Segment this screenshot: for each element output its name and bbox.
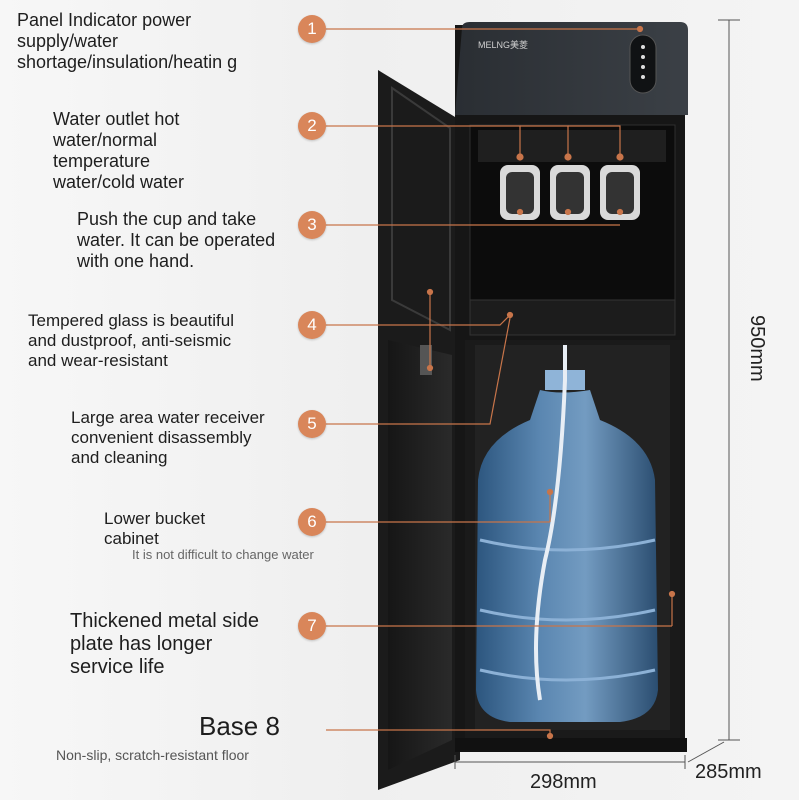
faucets — [500, 165, 640, 220]
callout-3-badge: 3 — [298, 211, 326, 239]
callout-4-badge: 4 — [298, 311, 326, 339]
width-dimension: 298mm — [530, 771, 597, 793]
depth-dimension: 285mm — [695, 761, 762, 783]
dimension-lines — [454, 19, 740, 769]
callout-5-text: Large area water receiver convenient dis… — [71, 408, 265, 467]
base — [455, 738, 687, 752]
indicator-panel — [629, 34, 657, 94]
callout-6-text: Lower bucket cabinet — [104, 509, 206, 548]
callout-1-text: Panel Indicator power supply/water short… — [17, 10, 238, 72]
callout-2-text: Water outlet hot water/normal temperatur… — [53, 109, 185, 192]
base-title: Base 8 — [199, 711, 280, 741]
brand-logo: MELNG美菱 — [478, 39, 528, 50]
drip-tray — [469, 299, 676, 336]
top-panel — [455, 22, 688, 115]
callout-2-badge: 2 — [298, 112, 326, 140]
water-bottle — [476, 345, 658, 722]
callout-4-text: Tempered glass is beautiful and dustproo… — [28, 311, 235, 370]
leader-lines — [326, 25, 676, 740]
height-dimension: 950mm — [746, 315, 768, 382]
callout-3-text: Push the cup and take water. It can be o… — [77, 209, 276, 271]
callout-1-badge: 1 — [298, 15, 326, 43]
callout-5-badge: 5 — [298, 410, 326, 438]
base-subtitle: Non-slip, scratch-resistant floor — [56, 747, 249, 763]
callout-7-text: Thickened metal side plate has longer se… — [70, 610, 259, 678]
callout-6-subtext: It is not difficult to change water — [132, 547, 314, 562]
callout-6-badge: 6 — [298, 508, 326, 536]
callout-7-badge: 7 — [298, 612, 326, 640]
